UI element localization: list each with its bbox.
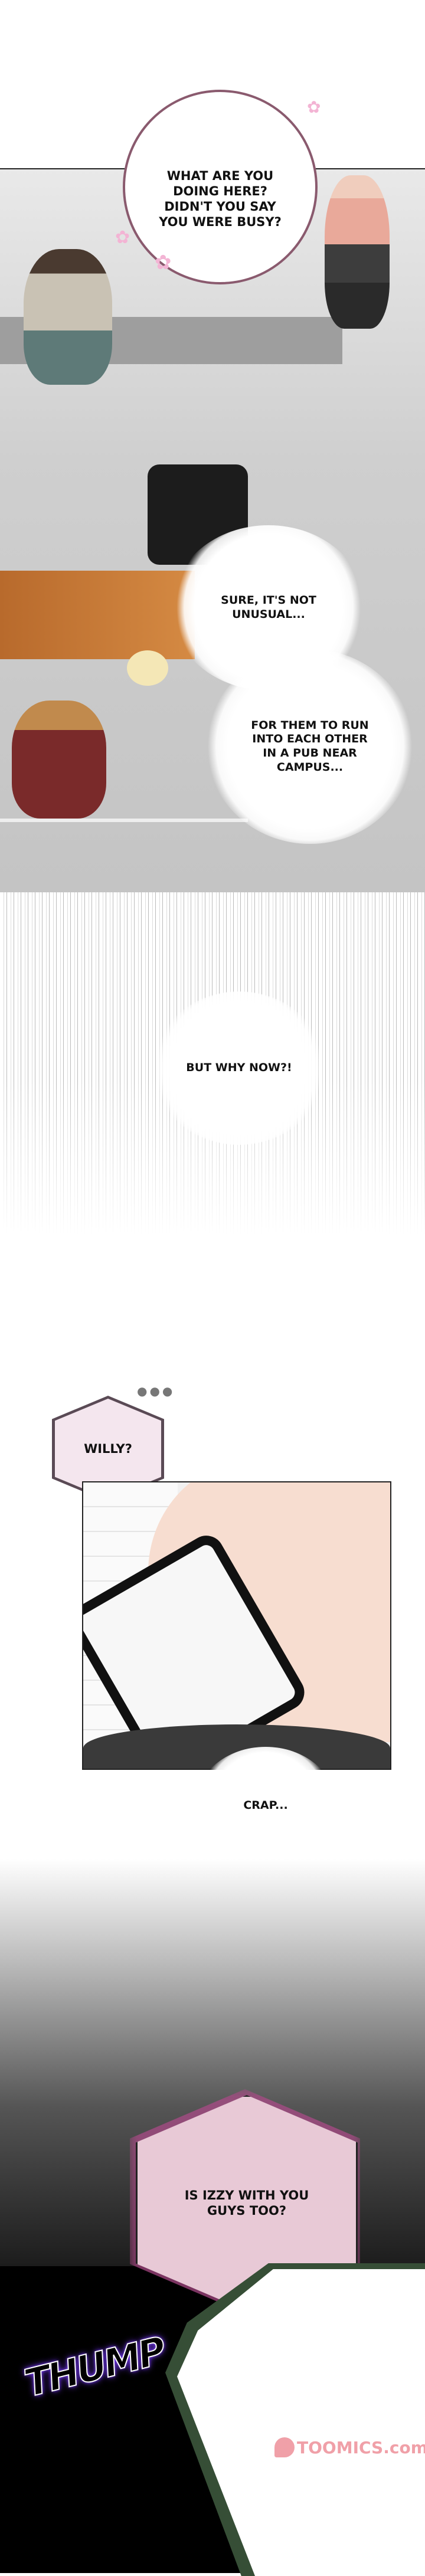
man-on-phone — [24, 249, 112, 385]
speech-text: IS IZZY WITH YOU GUYS TOO? — [184, 2188, 309, 2218]
logo-icon — [274, 2437, 295, 2457]
thought-text: FOR THEM TO RUN INTO EACH OTHER IN A PUB… — [251, 718, 369, 774]
girl-standing — [325, 175, 390, 329]
watermark-text: TOOMICS.com — [297, 2437, 425, 2457]
thought-burst: BUT WHY NOW?! — [153, 991, 325, 1145]
table — [0, 571, 195, 659]
phone-closeup-panel — [82, 1481, 391, 1770]
thought-text: BUT WHY NOW?! — [186, 1061, 292, 1075]
thought-text: SURE, IT'S NOT UNUSUAL... — [221, 594, 316, 621]
flower-icon: ✿ — [115, 227, 130, 248]
thought-text: CRAP... — [243, 1799, 288, 1812]
plate — [127, 650, 168, 686]
dots-icon: ●●● — [137, 1384, 175, 1398]
thought-burst: FOR THEM TO RUN INTO EACH OTHER IN A PUB… — [207, 649, 413, 844]
chair — [0, 819, 248, 857]
speech-text: WHAT ARE YOU DOING HERE? DIDN'T YOU SAY … — [159, 168, 282, 230]
speech-hexagon: IS IZZY WITH YOU GUYS TOO? — [136, 2095, 358, 2311]
flower-icon: ✿ — [155, 251, 172, 274]
speech-text: WILLY? — [84, 1441, 132, 1456]
thought-burst: CRAP... — [195, 1747, 336, 1865]
speech-bubble: WHAT ARE YOU DOING HERE? DIDN'T YOU SAY … — [123, 90, 318, 284]
man-seated — [12, 701, 106, 819]
toomics-logo: TOOMICS.com — [274, 2437, 425, 2457]
flower-icon: ✿ — [307, 97, 321, 117]
